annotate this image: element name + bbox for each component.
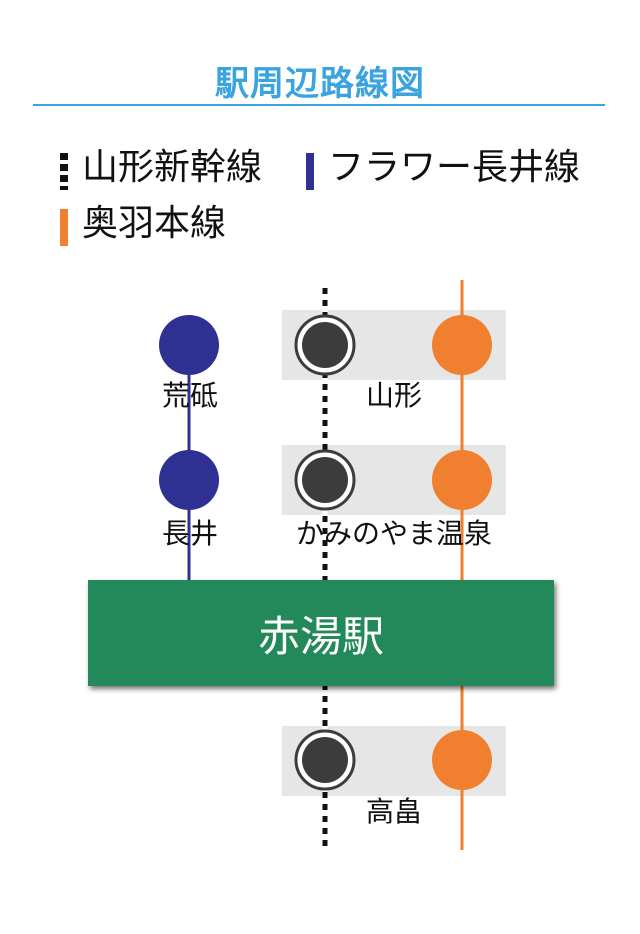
legend-label-flower: フラワー長井線 [328, 147, 581, 188]
station-name-yamagata[interactable]: 山形 [365, 379, 423, 412]
ou-station-dot [432, 315, 492, 375]
ou-line-swatch [60, 209, 68, 246]
page-title: 駅周辺路線図 [215, 64, 425, 104]
shinkansen-swatch [60, 153, 68, 190]
shinkansen-station-marker [294, 314, 356, 376]
legend-label-shinkansen: 山形新幹線 [82, 147, 263, 188]
station-name-takahata[interactable]: 高畠 [365, 795, 423, 828]
flower-station-dot [159, 450, 219, 510]
flower-line-swatch [306, 153, 314, 190]
current-station-box: 赤湯駅 [88, 580, 554, 686]
ou-station-dot [432, 450, 492, 510]
station-name-arato[interactable]: 荒砥 [161, 379, 219, 412]
shinkansen-station-marker [294, 729, 356, 791]
station-name-kaminoyama-onsen[interactable]: かみのやま温泉 [295, 517, 493, 550]
shinkansen-station-marker [294, 449, 356, 511]
current-station-name: 赤湯駅 [257, 611, 384, 661]
legend-label-ou: 奥羽本線 [82, 203, 227, 244]
flower-station-dot [159, 315, 219, 375]
title-divider [33, 104, 605, 106]
ou-station-dot [432, 730, 492, 790]
station-name-nagai[interactable]: 長井 [161, 517, 219, 550]
